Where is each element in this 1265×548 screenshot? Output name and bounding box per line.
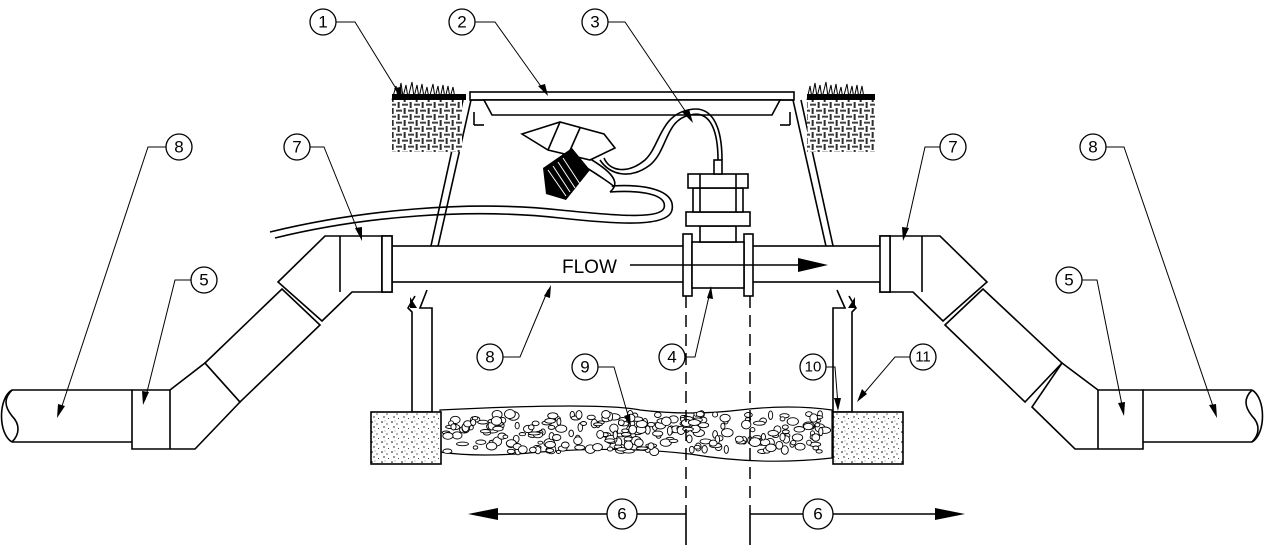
flow-arrow — [630, 258, 828, 272]
callout-8-left: 8 — [165, 133, 193, 161]
horizontal-pipe — [381, 235, 891, 293]
callout-5-left: 5 — [190, 266, 218, 294]
dimension-arrow-right — [750, 508, 965, 520]
svg-text:7: 7 — [948, 138, 957, 157]
callout-9: 9 — [571, 353, 599, 381]
svg-text:11: 11 — [915, 349, 931, 366]
left-riser-pipe — [203, 287, 322, 404]
callout-5-right: 5 — [1055, 266, 1083, 294]
right-concrete-block — [832, 411, 904, 465]
callout-7-left: 7 — [283, 133, 311, 161]
flow-meter — [682, 159, 754, 297]
meter-centerlines — [685, 296, 751, 545]
sensor-cable — [269, 108, 723, 239]
callout-2: 2 — [448, 8, 476, 36]
svg-text:9: 9 — [580, 358, 589, 377]
svg-text:2: 2 — [457, 13, 466, 32]
right-riser-pipe — [943, 287, 1064, 404]
svg-text:6: 6 — [813, 505, 822, 524]
callout-6-right: 6 — [802, 498, 834, 530]
right-lower-elbow — [1030, 361, 1144, 450]
callout-1: 1 — [309, 8, 337, 36]
callout-10: 10 — [799, 353, 827, 381]
callout-7-right: 7 — [939, 133, 967, 161]
callout-8-right: 8 — [1079, 133, 1107, 161]
flow-label: FLOW — [562, 257, 617, 278]
left-concrete-block — [370, 411, 442, 465]
leader-lines — [57, 21, 1217, 427]
dimension-arrow-left — [468, 508, 686, 520]
svg-text:3: 3 — [590, 13, 599, 32]
svg-text:6: 6 — [617, 505, 626, 524]
valve-box-lid — [469, 91, 795, 116]
svg-text:8: 8 — [174, 138, 183, 157]
callout-3: 3 — [581, 8, 609, 36]
svg-text:8: 8 — [485, 348, 494, 367]
svg-text:8: 8 — [1088, 138, 1097, 157]
right-main-pipe — [1143, 389, 1264, 443]
svg-text:5: 5 — [1064, 271, 1073, 290]
left-turf — [391, 81, 466, 152]
left-main-pipe — [0, 389, 132, 443]
svg-text:4: 4 — [667, 348, 676, 367]
svg-text:10: 10 — [805, 359, 822, 376]
right-turf — [806, 81, 875, 152]
callout-8-center: 8 — [476, 343, 504, 371]
svg-text:1: 1 — [318, 13, 327, 32]
callout-6-left: 6 — [606, 498, 638, 530]
svg-text:5: 5 — [199, 271, 208, 290]
callout-4: 4 — [658, 343, 686, 371]
callout-11: 11 — [909, 343, 937, 371]
wire-connector — [520, 121, 617, 200]
gravel-bed — [439, 405, 833, 462]
svg-text:7: 7 — [292, 138, 301, 157]
